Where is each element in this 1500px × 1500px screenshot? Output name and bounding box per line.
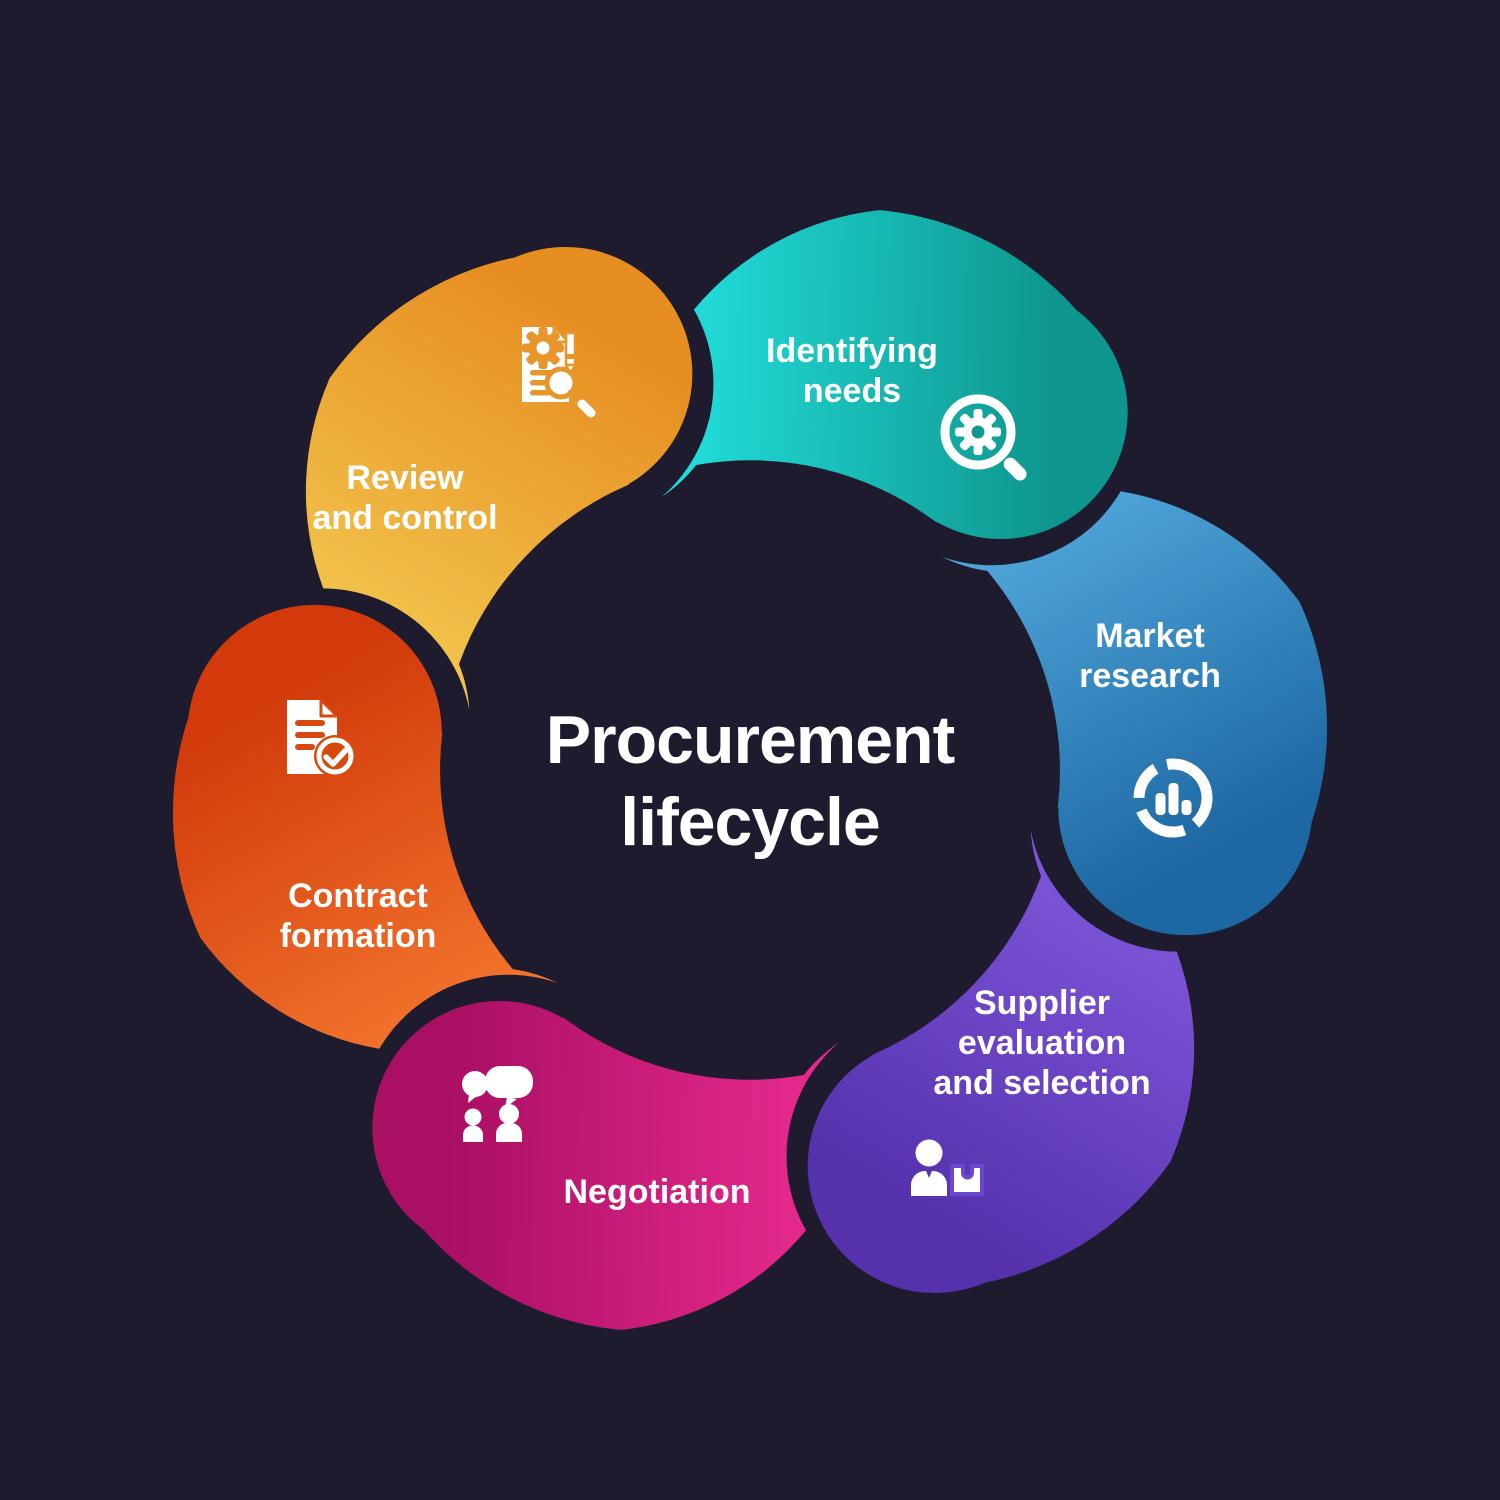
segment-labels: Identifying needs Market research Suppli… — [280, 332, 1221, 1211]
supplier-evaluation-head — [807, 1039, 1062, 1294]
supplier-evaluation-label: evaluation — [958, 1024, 1126, 1062]
review-control-label: Review — [346, 459, 464, 497]
market-research-label: Market — [1095, 617, 1205, 655]
identifying-needs-label: Identifying — [766, 332, 938, 370]
identifying-needs-label: needs — [803, 372, 901, 410]
contract-formation-label: formation — [280, 917, 437, 955]
contract-formation-label: Contract — [288, 877, 428, 915]
page-title-line-2: lifecycle — [620, 784, 879, 860]
magnifier-icon — [544, 366, 596, 418]
magnifier-gear-icon — [940, 394, 1027, 481]
document-gear-magnifier-icon — [522, 325, 596, 418]
supplier-evaluation-label: Supplier — [974, 984, 1110, 1022]
segment-supplier-evaluation — [805, 795, 1273, 1297]
gear-icon — [522, 327, 564, 369]
negotiation-label: Negotiation — [564, 1173, 751, 1211]
document-check-icon — [287, 698, 356, 777]
market-research-label: research — [1079, 657, 1221, 695]
person-package-icon — [911, 1139, 984, 1196]
supplier-evaluation-label: and selection — [933, 1064, 1150, 1102]
speech-bubbles-people-icon — [462, 1066, 533, 1142]
page-title-line-1: Procurement — [546, 702, 955, 778]
review-control-label: and control — [312, 499, 497, 537]
